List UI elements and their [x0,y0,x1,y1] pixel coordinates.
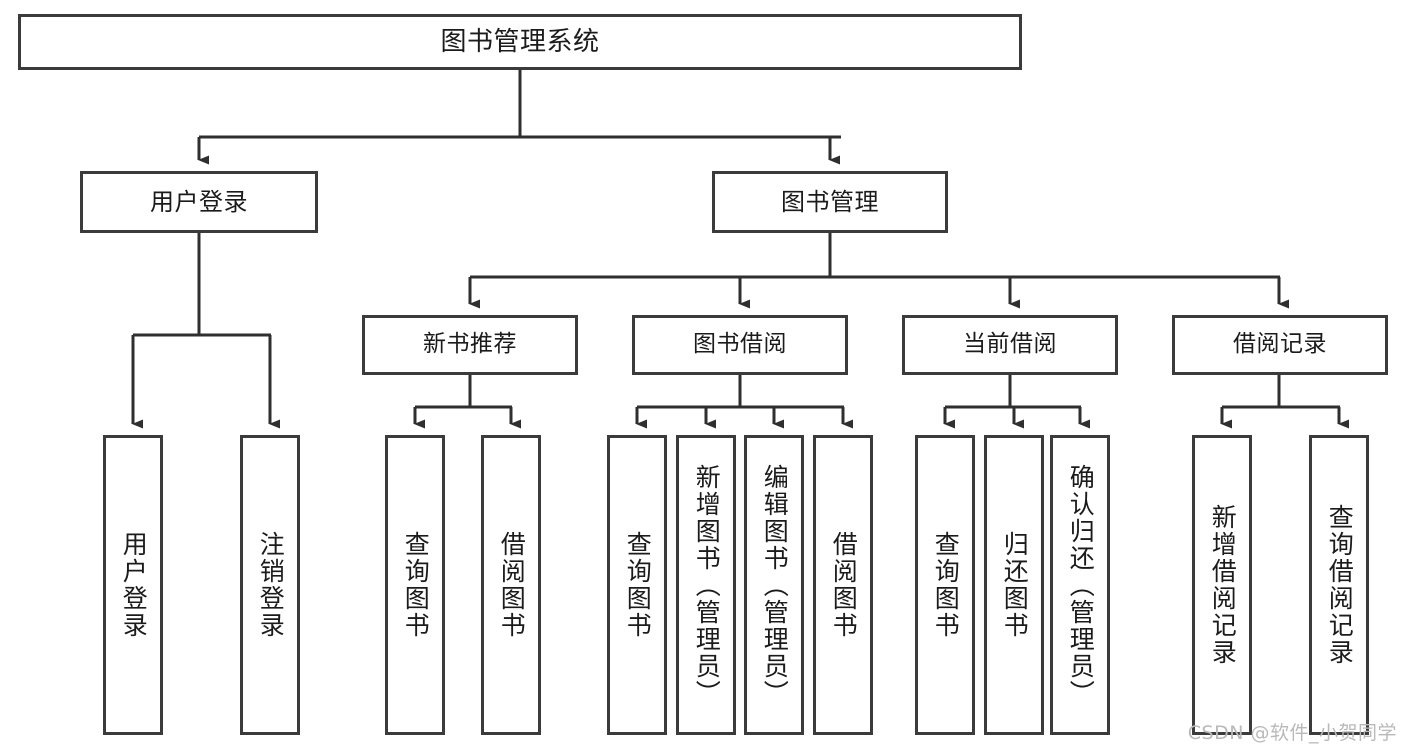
node-label: 借阅图书 [497,531,527,639]
leaf-query-book-borrow[interactable]: 查询图书 [607,435,667,735]
leaf-query-book-recommend[interactable]: 查询图书 [385,435,445,735]
node-label: 图书管理系统 [440,26,600,57]
node-label: 新增借阅记录 [1208,504,1238,666]
leaf-return-book[interactable]: 归还图书 [984,435,1044,735]
leaf-user-login[interactable]: 用户登录 [103,435,163,735]
node-label: 编辑图书（管理员） [760,463,790,707]
csdn-watermark: CSDN @软件_小贺同学 [1187,722,1397,744]
leaf-add-borrow-record[interactable]: 新增借阅记录 [1192,435,1252,735]
node-label: 当前借阅 [963,331,1057,358]
node-label: 图书管理 [781,187,879,216]
node-new-book-recommend[interactable]: 新书推荐 [362,315,578,375]
node-label: 查询借阅记录 [1325,504,1355,666]
node-label: 用户登录 [150,187,248,216]
node-book-manage[interactable]: 图书管理 [712,171,948,233]
node-label: 新增图书（管理员） [692,463,722,707]
leaf-add-book-admin[interactable]: 新增图书（管理员） [676,435,736,735]
node-label: 图书借阅 [693,331,787,358]
node-label: 借阅图书 [829,531,859,639]
node-book-borrow[interactable]: 图书借阅 [632,315,848,375]
node-label: 确认归还（管理员） [1066,463,1096,707]
node-borrow-record[interactable]: 借阅记录 [1172,315,1388,375]
node-label: 新书推荐 [423,331,517,358]
leaf-borrow-book[interactable]: 借阅图书 [813,435,873,735]
leaf-edit-book-admin[interactable]: 编辑图书（管理员） [744,435,804,735]
leaf-query-borrow-record[interactable]: 查询借阅记录 [1309,435,1369,735]
node-label: 归还图书 [1000,531,1030,639]
node-label: 查询图书 [401,531,431,639]
leaf-borrow-book-recommend[interactable]: 借阅图书 [481,435,541,735]
node-label: 借阅记录 [1233,331,1327,358]
leaf-user-logout[interactable]: 注销登录 [240,435,300,735]
node-root-system[interactable]: 图书管理系统 [18,14,1022,70]
node-label: 查询图书 [623,531,653,639]
leaf-query-book-current[interactable]: 查询图书 [915,435,975,735]
node-label: 注销登录 [256,531,286,639]
leaf-confirm-return-admin[interactable]: 确认归还（管理员） [1050,435,1110,735]
node-current-borrow[interactable]: 当前借阅 [902,315,1118,375]
node-user-login[interactable]: 用户登录 [80,171,318,233]
node-label: 用户登录 [119,531,149,639]
node-label: 查询图书 [931,531,961,639]
